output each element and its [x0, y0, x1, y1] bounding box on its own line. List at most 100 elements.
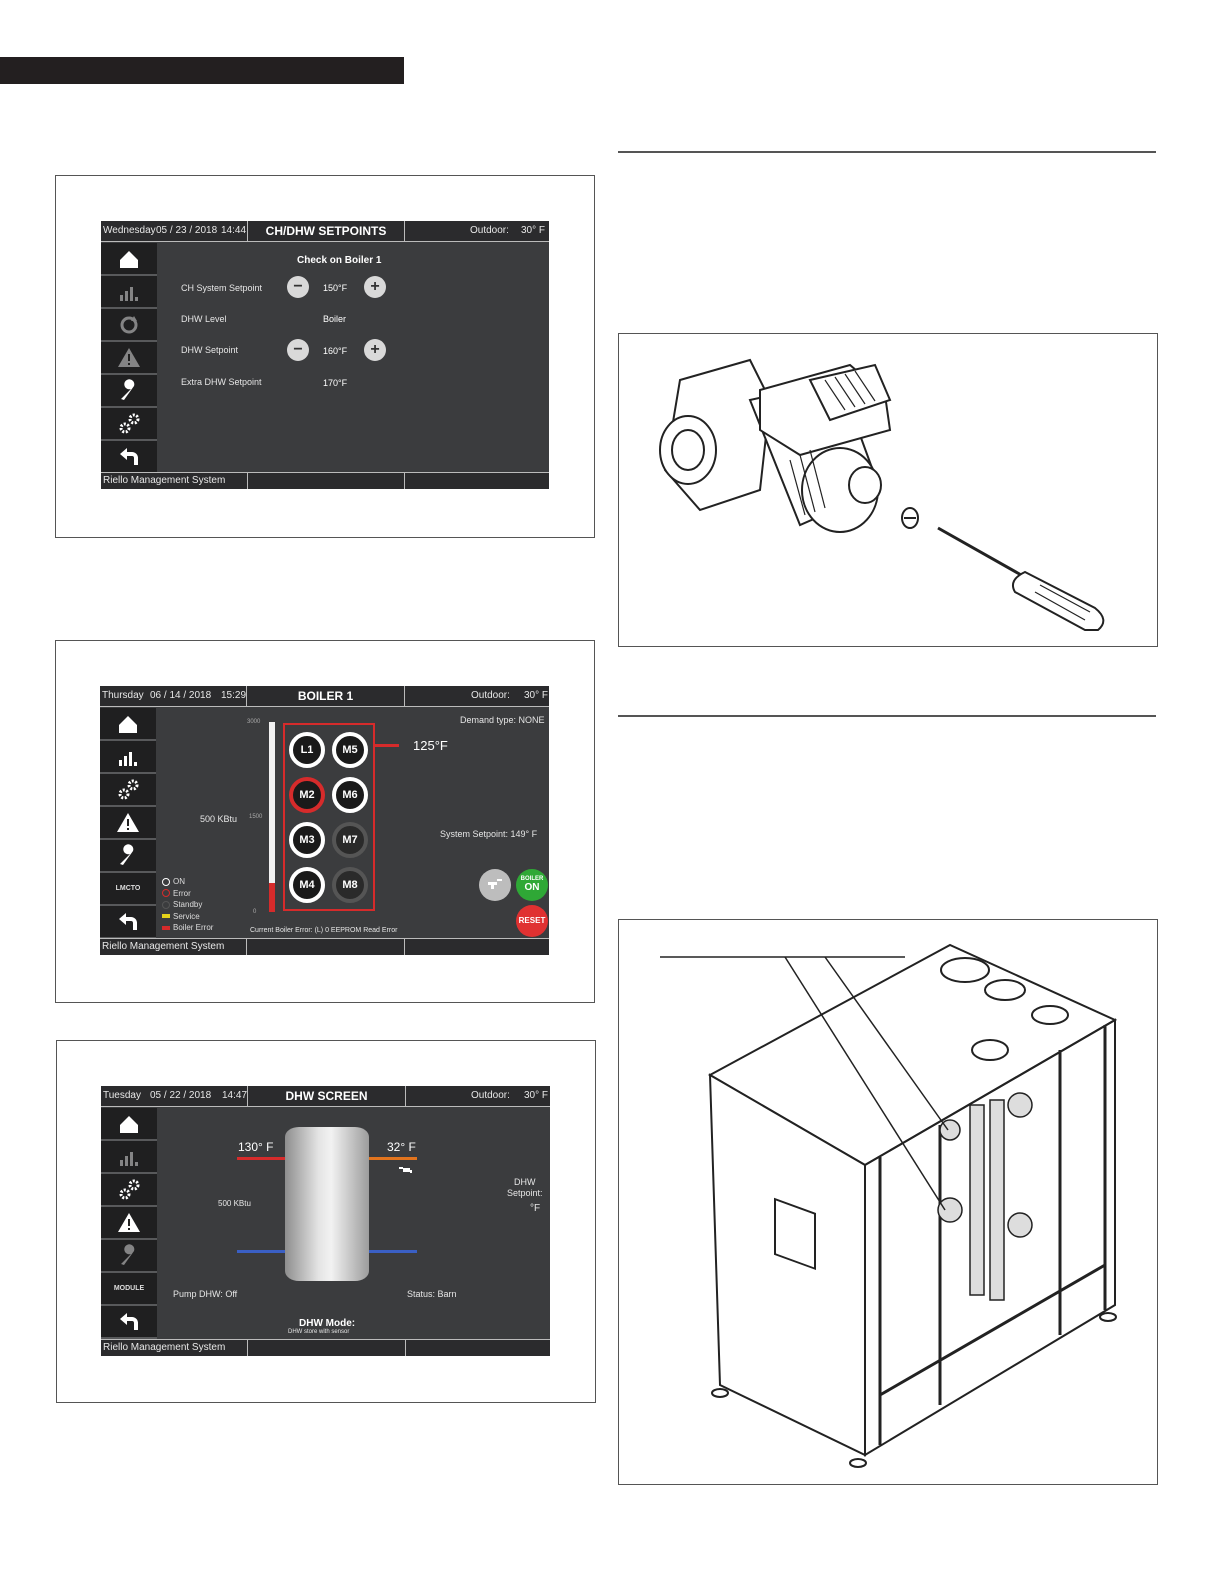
date-label: 05 / 22 / 2018 — [150, 1090, 212, 1101]
sidebar-warning-button[interactable] — [100, 807, 156, 840]
legend-item: Boiler Error — [162, 923, 213, 932]
reset-button[interactable]: RESET — [516, 905, 548, 937]
legend-label: ON — [173, 877, 185, 886]
power-gauge-fill — [269, 883, 275, 912]
section-header-bar — [0, 57, 404, 84]
sidebar-warning-button[interactable] — [101, 342, 157, 375]
cold-inlet-pipe — [369, 1250, 417, 1253]
boiler-screen: Thursday 06 / 14 / 2018 15:29 BOILER 1 O… — [100, 686, 549, 955]
sidebar-lmcto-button[interactable]: LMCTO — [100, 873, 156, 906]
extra-dhw-setpoint-label: Extra DHW Setpoint — [181, 377, 262, 387]
dhw-level-value: Boiler — [323, 314, 347, 324]
sidebar-warning-button[interactable] — [101, 1207, 157, 1240]
day-label: Wednesday — [103, 225, 156, 236]
module-m7-button[interactable]: M7 — [332, 822, 368, 858]
sidebar-home-button[interactable] — [100, 708, 156, 741]
sidebar-bar-chart-button[interactable] — [101, 1141, 157, 1174]
tank-supply-temp: 130° F — [238, 1140, 274, 1154]
dhw-setpoint-minus-button[interactable]: − — [287, 339, 309, 361]
dhw-level-label: DHW Level — [181, 314, 227, 324]
refresh-icon — [120, 315, 138, 333]
ch-setpoint-plus-button[interactable]: + — [364, 276, 386, 298]
sidebar-home-button[interactable] — [101, 1108, 157, 1141]
footer-brand: Riello Management System — [103, 475, 226, 486]
scale-bottom: 0 — [253, 909, 257, 915]
legend-swatch — [162, 925, 170, 930]
ch-setpoint-value: 150°F — [323, 283, 348, 293]
section-rule-bottom — [618, 715, 1156, 717]
legend-swatch — [162, 877, 170, 886]
dhw-tap-button[interactable] — [479, 869, 511, 901]
legend-label: Standby — [173, 900, 203, 909]
legend-label: Boiler Error — [173, 923, 214, 932]
dhw-tank — [285, 1127, 369, 1281]
sidebar-wrench-button[interactable] — [101, 1240, 157, 1273]
footer-brand: Riello Management System — [102, 941, 225, 952]
top-bar: Wednesday 05 / 23 / 2018 14:44 CH/DHW SE… — [101, 221, 549, 242]
dhw-setpoint-line2: Setpoint: — [507, 1188, 543, 1198]
sidebar-wrench-button[interactable] — [100, 840, 156, 873]
sidebar-wrench-button[interactable] — [101, 375, 157, 408]
back-arrow-icon — [119, 912, 137, 930]
date-label: 06 / 14 / 2018 — [150, 690, 212, 701]
hot-supply-pipe — [237, 1157, 285, 1160]
legend-swatch — [162, 889, 170, 898]
legend-swatch — [162, 914, 170, 919]
day-label: Tuesday — [103, 1090, 141, 1101]
outdoor-label: Outdoor: — [471, 690, 510, 701]
boiler-on-button[interactable]: BOILER ON — [516, 869, 548, 901]
legend-item: Standby — [162, 900, 202, 909]
sidebar-bar-chart-button[interactable] — [101, 276, 157, 309]
dhw-mode-title: DHW Mode: — [299, 1318, 356, 1329]
sidebar-back-arrow-button[interactable] — [101, 1306, 157, 1339]
scale-top: 3000 — [247, 719, 261, 725]
module-l1-button[interactable]: L1 — [289, 732, 325, 768]
tank-outlet-temp: 32° F — [387, 1140, 416, 1154]
sidebar-back-arrow-button[interactable] — [101, 441, 157, 474]
sidebar-gears-button[interactable] — [100, 774, 156, 807]
sidebar-module-button[interactable]: MODULE — [101, 1273, 157, 1306]
day-label: Thursday — [102, 690, 144, 701]
time-label: 15:29 — [221, 690, 247, 701]
top-bar: Thursday 06 / 14 / 2018 15:29 BOILER 1 O… — [100, 686, 549, 707]
sidebar-gears-button[interactable] — [101, 1174, 157, 1207]
dhw-setpoint-plus-button[interactable]: + — [364, 339, 386, 361]
sidebar-back-arrow-button[interactable] — [100, 906, 156, 939]
home-icon — [120, 250, 138, 268]
sidebar-refresh-button[interactable] — [101, 309, 157, 342]
module-m4-button[interactable]: M4 — [289, 867, 325, 903]
kbtu-readout: 500 KBtu — [218, 1199, 251, 1208]
sidebar-button-label: MODULE — [113, 1285, 145, 1292]
legend-label: Service — [173, 911, 200, 921]
gears-icon — [119, 413, 140, 433]
sidebar-home-button[interactable] — [101, 243, 157, 276]
module-m2-button[interactable]: M2 — [289, 777, 325, 813]
bar-chart-icon — [119, 751, 137, 766]
home-icon — [120, 1115, 138, 1133]
hot-outlet-pipe — [369, 1157, 417, 1160]
boiler-check-heading: Check on Boiler 1 — [297, 255, 382, 266]
time-label: 14:47 — [222, 1090, 248, 1101]
boiler-temperature: 125°F — [413, 738, 448, 753]
outdoor-label: Outdoor: — [471, 1090, 510, 1101]
sidebar-gears-button[interactable] — [101, 408, 157, 441]
kbtu-readout: 500 KBtu — [200, 814, 238, 824]
boiler-on-line1: BOILER — [520, 876, 544, 882]
module-m6-button[interactable]: M6 — [332, 777, 368, 813]
dhw-setpoint-line1: DHW — [514, 1177, 536, 1187]
extra-dhw-setpoint-value: 170°F — [323, 378, 348, 388]
sidebar-bar-chart-button[interactable] — [100, 741, 156, 774]
legend-item: ON — [162, 877, 185, 886]
outdoor-value: 30° F — [524, 1090, 549, 1101]
faucet-icon — [488, 879, 502, 889]
wrench-icon — [120, 843, 134, 865]
module-m5-button[interactable]: M5 — [332, 732, 368, 768]
outdoor-value: 30° F — [521, 225, 546, 236]
faucet-icon — [399, 1167, 412, 1173]
demand-type: Demand type: NONE — [460, 715, 545, 725]
ch-setpoint-minus-button[interactable]: − — [287, 276, 309, 298]
legend-label: Error — [173, 888, 191, 898]
legend-item: Service — [162, 912, 200, 921]
module-m3-button[interactable]: M3 — [289, 822, 325, 858]
module-m8-button[interactable]: M8 — [332, 867, 368, 903]
